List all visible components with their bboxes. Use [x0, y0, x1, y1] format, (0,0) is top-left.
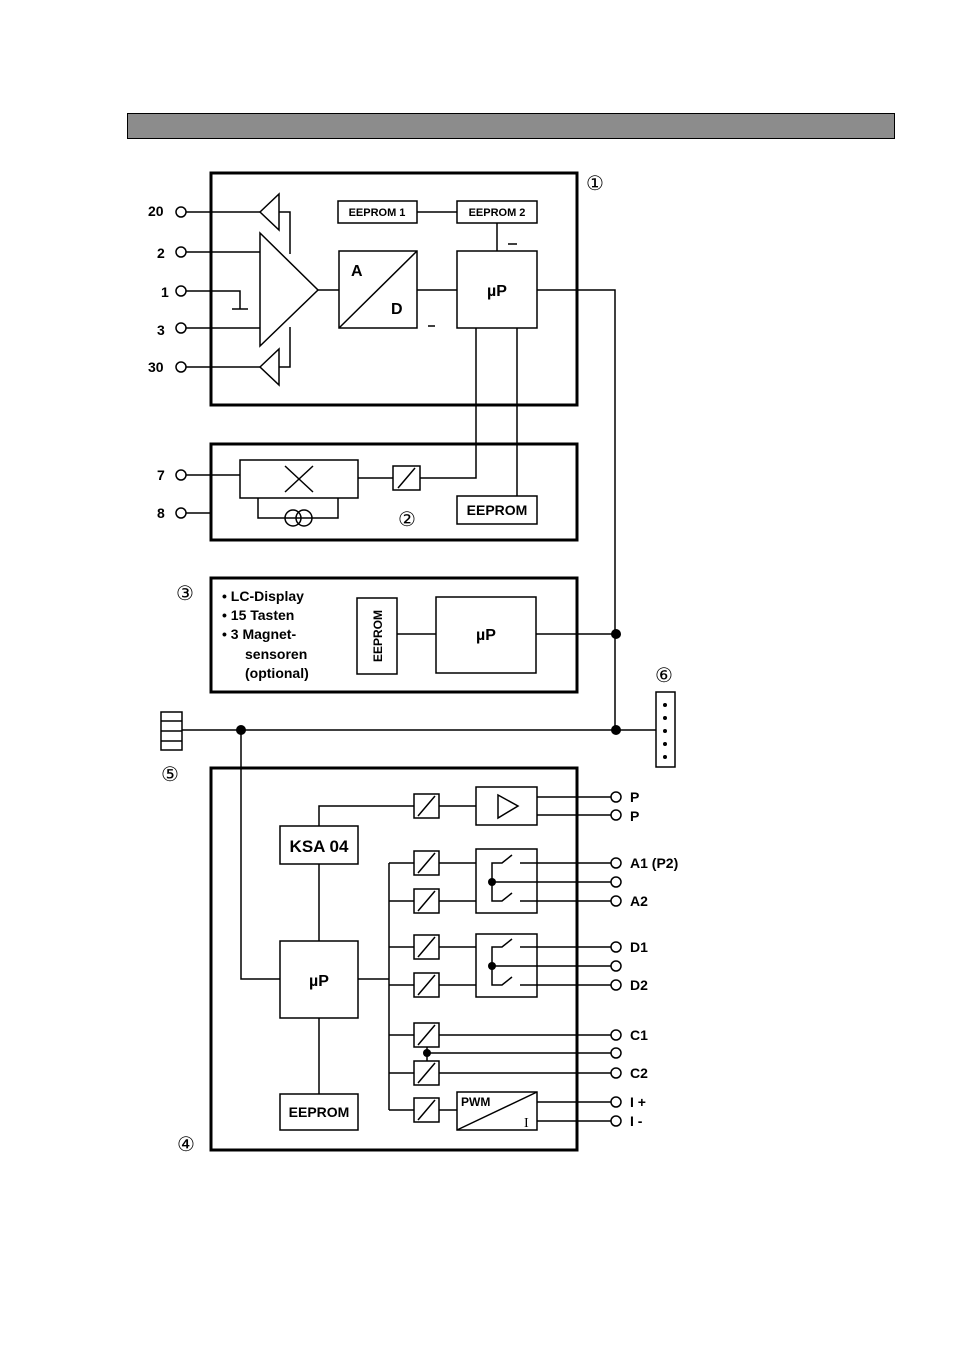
output-label: C2	[630, 1065, 648, 1081]
pin-label: 30	[148, 359, 164, 375]
eeprom-block-2-label: EEPROM	[467, 502, 528, 518]
block-4: ④ KSA 04 µP EEPROM	[177, 730, 611, 1156]
up-3-label: µP	[476, 627, 496, 644]
isolator	[414, 935, 439, 959]
isolator	[414, 851, 439, 875]
eeprom-block-3: EEPROM	[357, 598, 397, 674]
output-label: P	[630, 789, 639, 805]
output-label: D2	[630, 977, 648, 993]
isolator	[414, 1098, 439, 1122]
block-2: 7 8 EEPROM ②	[157, 444, 577, 540]
microprocessor-3: µP	[436, 597, 536, 673]
microprocessor-1: µP	[457, 251, 537, 328]
ad-converter: A D	[339, 251, 417, 328]
ad-d-label: D	[391, 301, 403, 318]
pin-label: 3	[157, 322, 165, 338]
pwm-label: PWM	[461, 1095, 490, 1109]
output-pin-a2: A2	[611, 893, 648, 909]
eeprom-1: EEPROM 1	[338, 201, 417, 223]
output-label: A1 (P2)	[630, 855, 678, 871]
input-pin-8: 8	[157, 505, 211, 521]
output-label: I +	[630, 1094, 646, 1110]
junction-dot	[423, 1049, 431, 1057]
output-pin-i-plus: I +	[611, 1094, 646, 1110]
output-amplifier	[476, 787, 537, 825]
output-pin-p: P	[611, 789, 639, 805]
isolator	[414, 973, 439, 997]
pin-label: 8	[157, 505, 165, 521]
pwm-i-label: I	[524, 1116, 529, 1131]
feature-item: • LC-Display	[222, 588, 304, 604]
sensor-bridge	[240, 460, 358, 526]
input-pin-30: 30	[148, 359, 260, 375]
small-amplifier-top	[260, 194, 279, 230]
marker-5: ⑤	[161, 762, 179, 786]
pwm-converter: PWM I	[457, 1092, 537, 1131]
output-pin-common-a	[611, 877, 621, 887]
isolator	[414, 1061, 439, 1085]
connector-6	[656, 692, 675, 767]
input-pin-1: 1	[161, 284, 248, 309]
ad-a-label: A	[351, 263, 363, 280]
block-3: ③ • LC-Display • 15 Tasten • 3 Magnet- s…	[176, 578, 621, 692]
output-label: I -	[630, 1113, 643, 1129]
block-1: ① 20 2 1 3 30	[148, 171, 604, 405]
main-amplifier	[260, 233, 318, 346]
marker-1: ①	[586, 171, 604, 195]
output-pin-d2: D2	[611, 977, 648, 993]
marker-2: ②	[398, 507, 416, 531]
marker-6: ⑥	[655, 663, 673, 687]
isolator	[414, 794, 439, 818]
up-4-label: µP	[309, 973, 329, 990]
input-pin-20: 20	[148, 203, 260, 219]
pin-label: 1	[161, 284, 169, 300]
ksa-04-label: KSA 04	[290, 837, 349, 856]
output-pin-d1: D1	[611, 939, 648, 955]
isolator	[414, 1023, 439, 1047]
eeprom-block-3-label: EEPROM	[371, 610, 385, 662]
output-pin-common-d	[611, 961, 621, 971]
pin-label: 20	[148, 203, 164, 219]
feature-item: sensoren	[245, 646, 307, 662]
junction-dot	[611, 629, 621, 639]
isolator-sensor	[393, 466, 420, 490]
output-pin-a1: A1 (P2)	[611, 855, 678, 871]
output-pin-c1: C1	[611, 1027, 648, 1043]
eeprom-2: EEPROM 2	[457, 201, 537, 223]
ksa-04-box: KSA 04	[280, 826, 358, 864]
output-label: D1	[630, 939, 648, 955]
input-pin-3: 3	[157, 322, 260, 338]
feature-item: (optional)	[245, 665, 309, 681]
microprocessor-4: µP	[280, 941, 358, 1018]
output-label: C1	[630, 1027, 648, 1043]
eeprom-block-2: EEPROM	[457, 496, 537, 524]
relay-a	[476, 849, 537, 913]
output-pin-p: P	[611, 808, 639, 824]
output-pin-common-c	[611, 1048, 621, 1058]
small-amplifier-bottom	[260, 349, 279, 385]
eeprom-block-4: EEPROM	[280, 1094, 358, 1130]
eeprom-block-4-label: EEPROM	[289, 1104, 350, 1120]
output-pin-i-minus: I -	[611, 1113, 643, 1129]
junction-dot	[611, 725, 621, 735]
input-pin-7: 7	[157, 467, 240, 483]
feature-item: • 3 Magnet-	[222, 626, 296, 642]
up-1-label: µP	[487, 283, 507, 300]
output-label: P	[630, 808, 639, 824]
feature-item: • 15 Tasten	[222, 607, 294, 623]
bus-line-sensor	[420, 328, 476, 478]
eeprom-2-label: EEPROM 2	[469, 207, 526, 219]
connector-5	[161, 712, 182, 750]
output-terminals: P P A1 (P2) A2 D1 D2 C1 C2 I + I -	[611, 789, 678, 1129]
output-label: A2	[630, 893, 648, 909]
pin-label: 2	[157, 245, 165, 261]
input-pin-2: 2	[157, 245, 260, 261]
eeprom-1-label: EEPROM 1	[349, 207, 406, 219]
isolator	[414, 889, 439, 913]
pin-label: 7	[157, 467, 165, 483]
marker-4: ④	[177, 1132, 195, 1156]
output-pin-c2: C2	[611, 1065, 648, 1081]
marker-3: ③	[176, 581, 194, 605]
